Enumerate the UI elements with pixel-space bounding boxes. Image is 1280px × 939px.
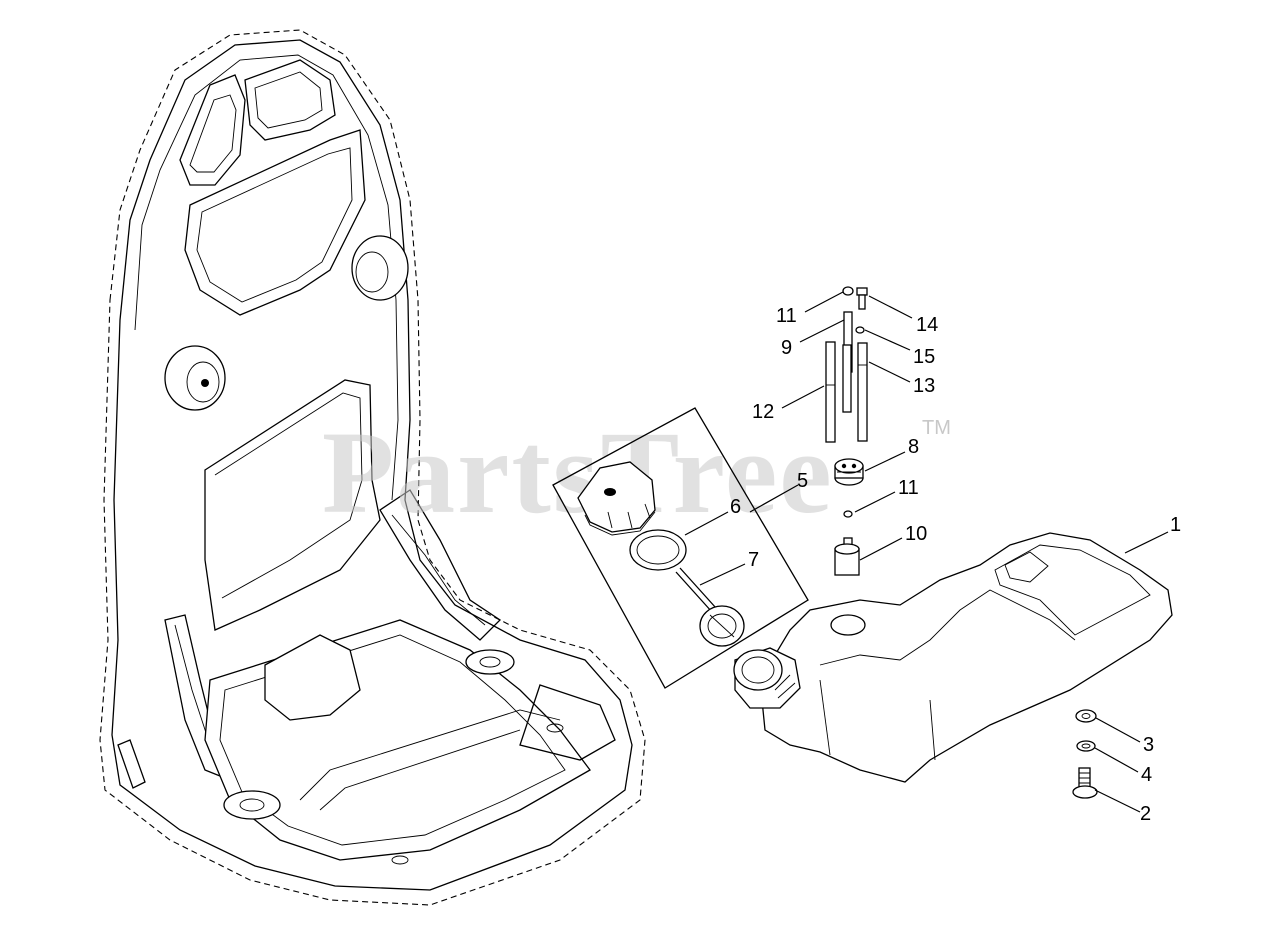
- watermark-text: PartsTree: [322, 407, 834, 538]
- callout-2: 2: [1140, 803, 1151, 825]
- fuel-cap: [577, 461, 656, 536]
- callout-13: 13: [913, 375, 935, 397]
- washer: [1075, 709, 1097, 723]
- fuel-line-middle: [842, 344, 852, 413]
- vent-valve: [856, 287, 868, 310]
- callout-9: 9: [781, 337, 792, 359]
- grommet-top: [842, 286, 854, 296]
- callout-11a: 11: [776, 305, 797, 327]
- callout-14: 14: [916, 314, 938, 336]
- callout-3: 3: [1143, 734, 1154, 756]
- grommet-lower: [843, 510, 853, 518]
- callout-labels: 1 2 3 4 5 6 7 8 9 10 11 11 12 13 14 15: [730, 305, 1181, 825]
- leader-lines: [684, 291, 1169, 813]
- tank-grommet: [834, 458, 864, 486]
- fuel-filter: [834, 537, 860, 576]
- callout-7: 7: [748, 549, 759, 571]
- lock-washer: [1076, 740, 1096, 752]
- watermark-tm: TM: [922, 417, 951, 439]
- callout-8: 8: [908, 436, 919, 458]
- callout-12: 12: [752, 401, 774, 423]
- bolt: [1072, 767, 1098, 799]
- fuel-tank: [733, 532, 1173, 783]
- fuel-line-13: [857, 342, 868, 442]
- callout-5: 5: [797, 470, 808, 492]
- callout-1: 1: [1170, 514, 1181, 536]
- callout-6: 6: [730, 496, 741, 518]
- cap-kit-group: [552, 407, 809, 689]
- callout-11b: 11: [898, 477, 919, 499]
- callout-10: 10: [905, 523, 927, 545]
- backpack-frame: [99, 29, 646, 906]
- cap-kit-box: [552, 407, 809, 689]
- callout-15: 15: [913, 346, 935, 368]
- cap-tether: [675, 567, 745, 647]
- fuel-line-12: [825, 341, 836, 443]
- grommet-15: [855, 326, 865, 334]
- callout-4: 4: [1141, 764, 1152, 786]
